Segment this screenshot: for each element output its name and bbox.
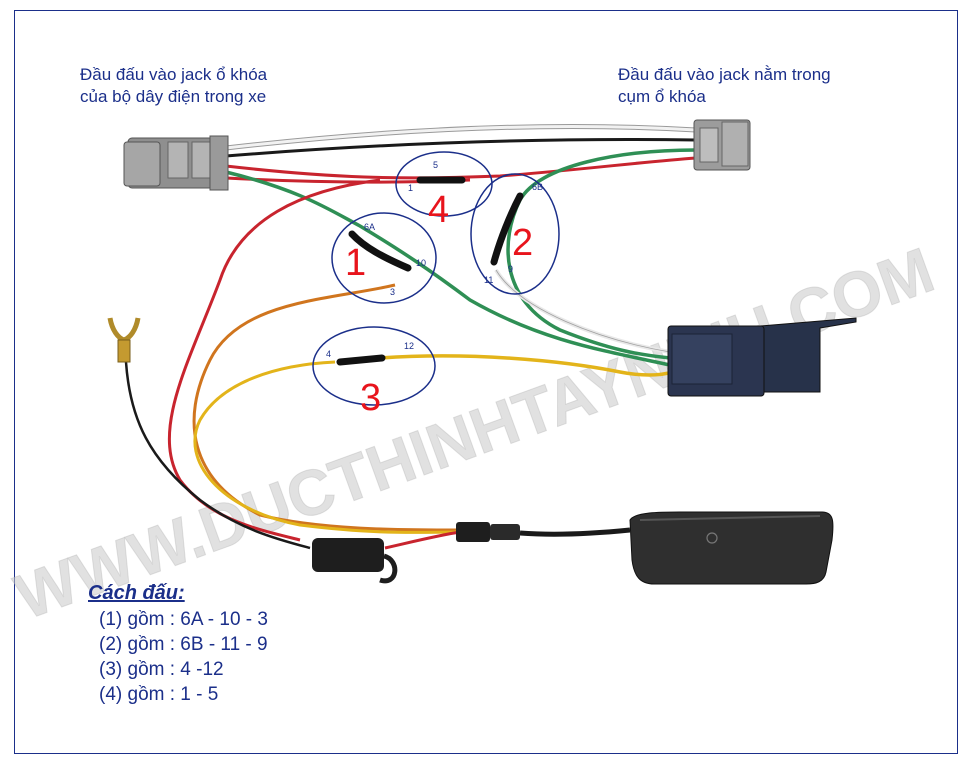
left-jack-caption: Đầu đấu vào jack ổ khóa của bộ dây điện … <box>80 64 267 108</box>
pin-label-5: 5 <box>433 160 438 170</box>
right-jack-caption: Đầu đấu vào jack nằm trong cụm ổ khóa <box>618 64 831 108</box>
right-jack-connector <box>693 119 751 171</box>
group-1-number: 1 <box>345 242 366 284</box>
fork-terminal <box>107 317 141 363</box>
wire-yellow-b <box>379 354 673 377</box>
left-caption-line-2: của bộ dây điện trong xe <box>80 87 267 106</box>
pin-label-1: 1 <box>408 183 413 193</box>
fuse-holder <box>312 538 398 584</box>
pin-label-12: 12 <box>404 341 414 351</box>
instruction-line-1: (1) gồm : 6A - 10 - 3 <box>99 609 268 630</box>
splice-3 <box>336 354 386 366</box>
pin-label-4: 4 <box>326 349 331 359</box>
instruction-line-4: (4) gồm : 1 - 5 <box>99 684 219 705</box>
splice-2 <box>490 192 524 266</box>
right-caption-line-2: cụm ổ khóa <box>618 87 706 106</box>
group-4-ellipse <box>395 151 493 217</box>
wire-yellow-a <box>193 360 461 534</box>
instructions-block: Cách đấu: (1) gồm : 6A - 10 - 3 (2) gồm … <box>88 582 268 707</box>
pin-label-11: 11 <box>484 275 493 285</box>
inline-connector <box>456 522 520 542</box>
pin-label-6B: 6B <box>532 182 543 192</box>
group-2-number: 2 <box>512 222 533 264</box>
left-jack-connector <box>123 135 229 191</box>
pin-label-10: 10 <box>416 258 426 268</box>
group-4-number: 4 <box>428 189 449 231</box>
pin-label-3: 3 <box>390 287 395 297</box>
instructions-title: Cách đấu: <box>88 582 185 604</box>
wire-green-2 <box>506 148 697 360</box>
wire-orange <box>192 283 461 532</box>
group-3-number: 3 <box>360 377 381 419</box>
left-caption-line-1: Đầu đấu vào jack ổ khóa <box>80 65 268 84</box>
relay-module <box>667 317 857 397</box>
group-3-ellipse <box>312 326 436 406</box>
instruction-line-2: (2) gồm : 6B - 11 - 9 <box>99 634 268 655</box>
right-caption-line-1: Đầu đấu vào jack nằm trong <box>618 65 831 84</box>
splice-1 <box>348 230 412 272</box>
wire-black-ground <box>124 361 311 550</box>
pin-label-9: 9 <box>508 264 513 274</box>
wire-green-1 <box>225 170 671 367</box>
gps-tracker-device <box>629 511 834 585</box>
group-2-ellipse <box>470 173 560 295</box>
wire-red-top <box>225 156 697 180</box>
instruction-line-3: (3) gồm : 4 -12 <box>99 659 224 680</box>
cable-gps <box>519 527 631 537</box>
pin-label-6A: 6A <box>364 222 375 232</box>
wire-black-top <box>225 138 697 158</box>
border-frame <box>14 10 958 754</box>
group-1-ellipse <box>331 212 437 304</box>
